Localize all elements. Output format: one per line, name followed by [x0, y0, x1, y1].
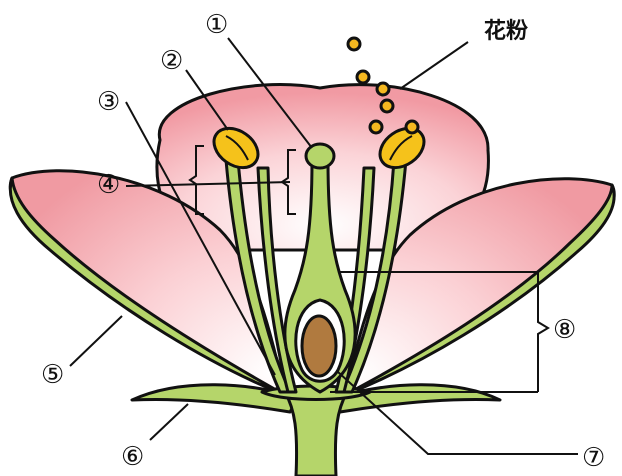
stem — [285, 392, 347, 476]
ovule — [302, 316, 336, 376]
label-1: ① — [205, 10, 228, 40]
label-5: ⑤ — [41, 360, 64, 390]
label-4: ④ — [97, 170, 120, 200]
label-7: ⑦ — [582, 443, 605, 473]
label-pollen: 花粉 — [484, 18, 528, 44]
label-2: ② — [160, 46, 183, 76]
stigma — [306, 144, 334, 168]
label-6: ⑥ — [121, 442, 144, 472]
label-8: ⑧ — [553, 315, 576, 345]
label-3: ③ — [97, 87, 120, 117]
